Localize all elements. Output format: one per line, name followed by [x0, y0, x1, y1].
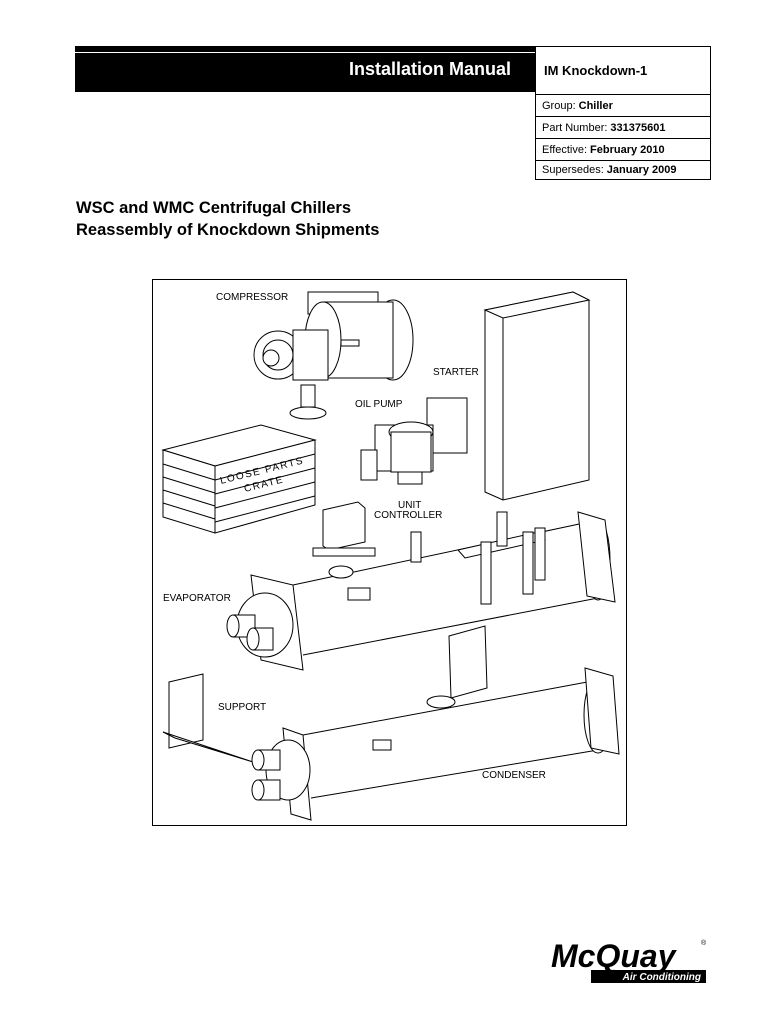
evaporator-support-drawing: [448, 625, 488, 699]
label-support: SUPPORT: [218, 702, 266, 713]
info-value: 331375601: [610, 121, 666, 134]
info-row-part-number: Part Number:331375601: [536, 117, 710, 139]
label-oil-pump: OIL PUMP: [355, 399, 403, 410]
compressor-drawing: [253, 291, 414, 420]
chiller-illustration: COMPRESSOR STARTER OIL PUMP UNIT CONTROL…: [161, 291, 620, 821]
loose-parts-crate-drawing: [161, 424, 317, 534]
label-condenser: CONDENSER: [482, 770, 546, 781]
info-row-group: Group:Chiller: [536, 95, 710, 117]
label-compressor: COMPRESSOR: [216, 292, 288, 303]
document-id: IM Knockdown-1: [536, 47, 710, 95]
evaporator-drawing: [226, 511, 616, 671]
document-title-line-2: Reassembly of Knockdown Shipments: [76, 221, 380, 239]
label-unit-controller-2: CONTROLLER: [374, 510, 442, 521]
document-title: WSC and WMC Centrifugal Chillers Reassem…: [76, 197, 379, 241]
label-starter: STARTER: [433, 367, 479, 378]
header-bar: Installation Manual: [75, 46, 535, 92]
header-rule: [75, 52, 535, 53]
info-label: Effective:: [542, 143, 588, 156]
info-label: Supersedes:: [542, 164, 604, 176]
label-unit-controller-1: UNIT: [398, 500, 421, 511]
manual-type-title: Installation Manual: [348, 59, 511, 79]
info-value: Chiller: [578, 99, 613, 112]
info-value: January 2009: [606, 164, 677, 176]
condenser-drawing: [251, 667, 620, 821]
document-info-table: IM Knockdown-1 Group:Chiller Part Number…: [535, 46, 711, 180]
mcquay-logo: McQuay ® Air Conditioning: [551, 937, 707, 985]
document-title-line-1: WSC and WMC Centrifugal Chillers: [76, 199, 352, 217]
info-row-supersedes: Supersedes:January 2009: [536, 161, 710, 179]
exploded-chiller-figure: COMPRESSOR STARTER OIL PUMP UNIT CONTROL…: [152, 279, 627, 826]
starter-drawing: [483, 291, 591, 501]
label-evaporator: EVAPORATOR: [163, 593, 231, 604]
oil-pump-drawing: [360, 397, 468, 485]
logo-brand: McQuay: [551, 938, 678, 974]
support-drawing: [162, 673, 254, 763]
info-row-effective: Effective:February 2010: [536, 139, 710, 161]
logo-tagline: Air Conditioning: [622, 972, 701, 983]
info-label: Part Number:: [542, 121, 608, 134]
info-value: February 2010: [590, 143, 665, 156]
logo-registered-mark: ®: [701, 939, 706, 947]
unit-controller-drawing: [312, 501, 376, 557]
info-label: Group:: [542, 99, 576, 112]
